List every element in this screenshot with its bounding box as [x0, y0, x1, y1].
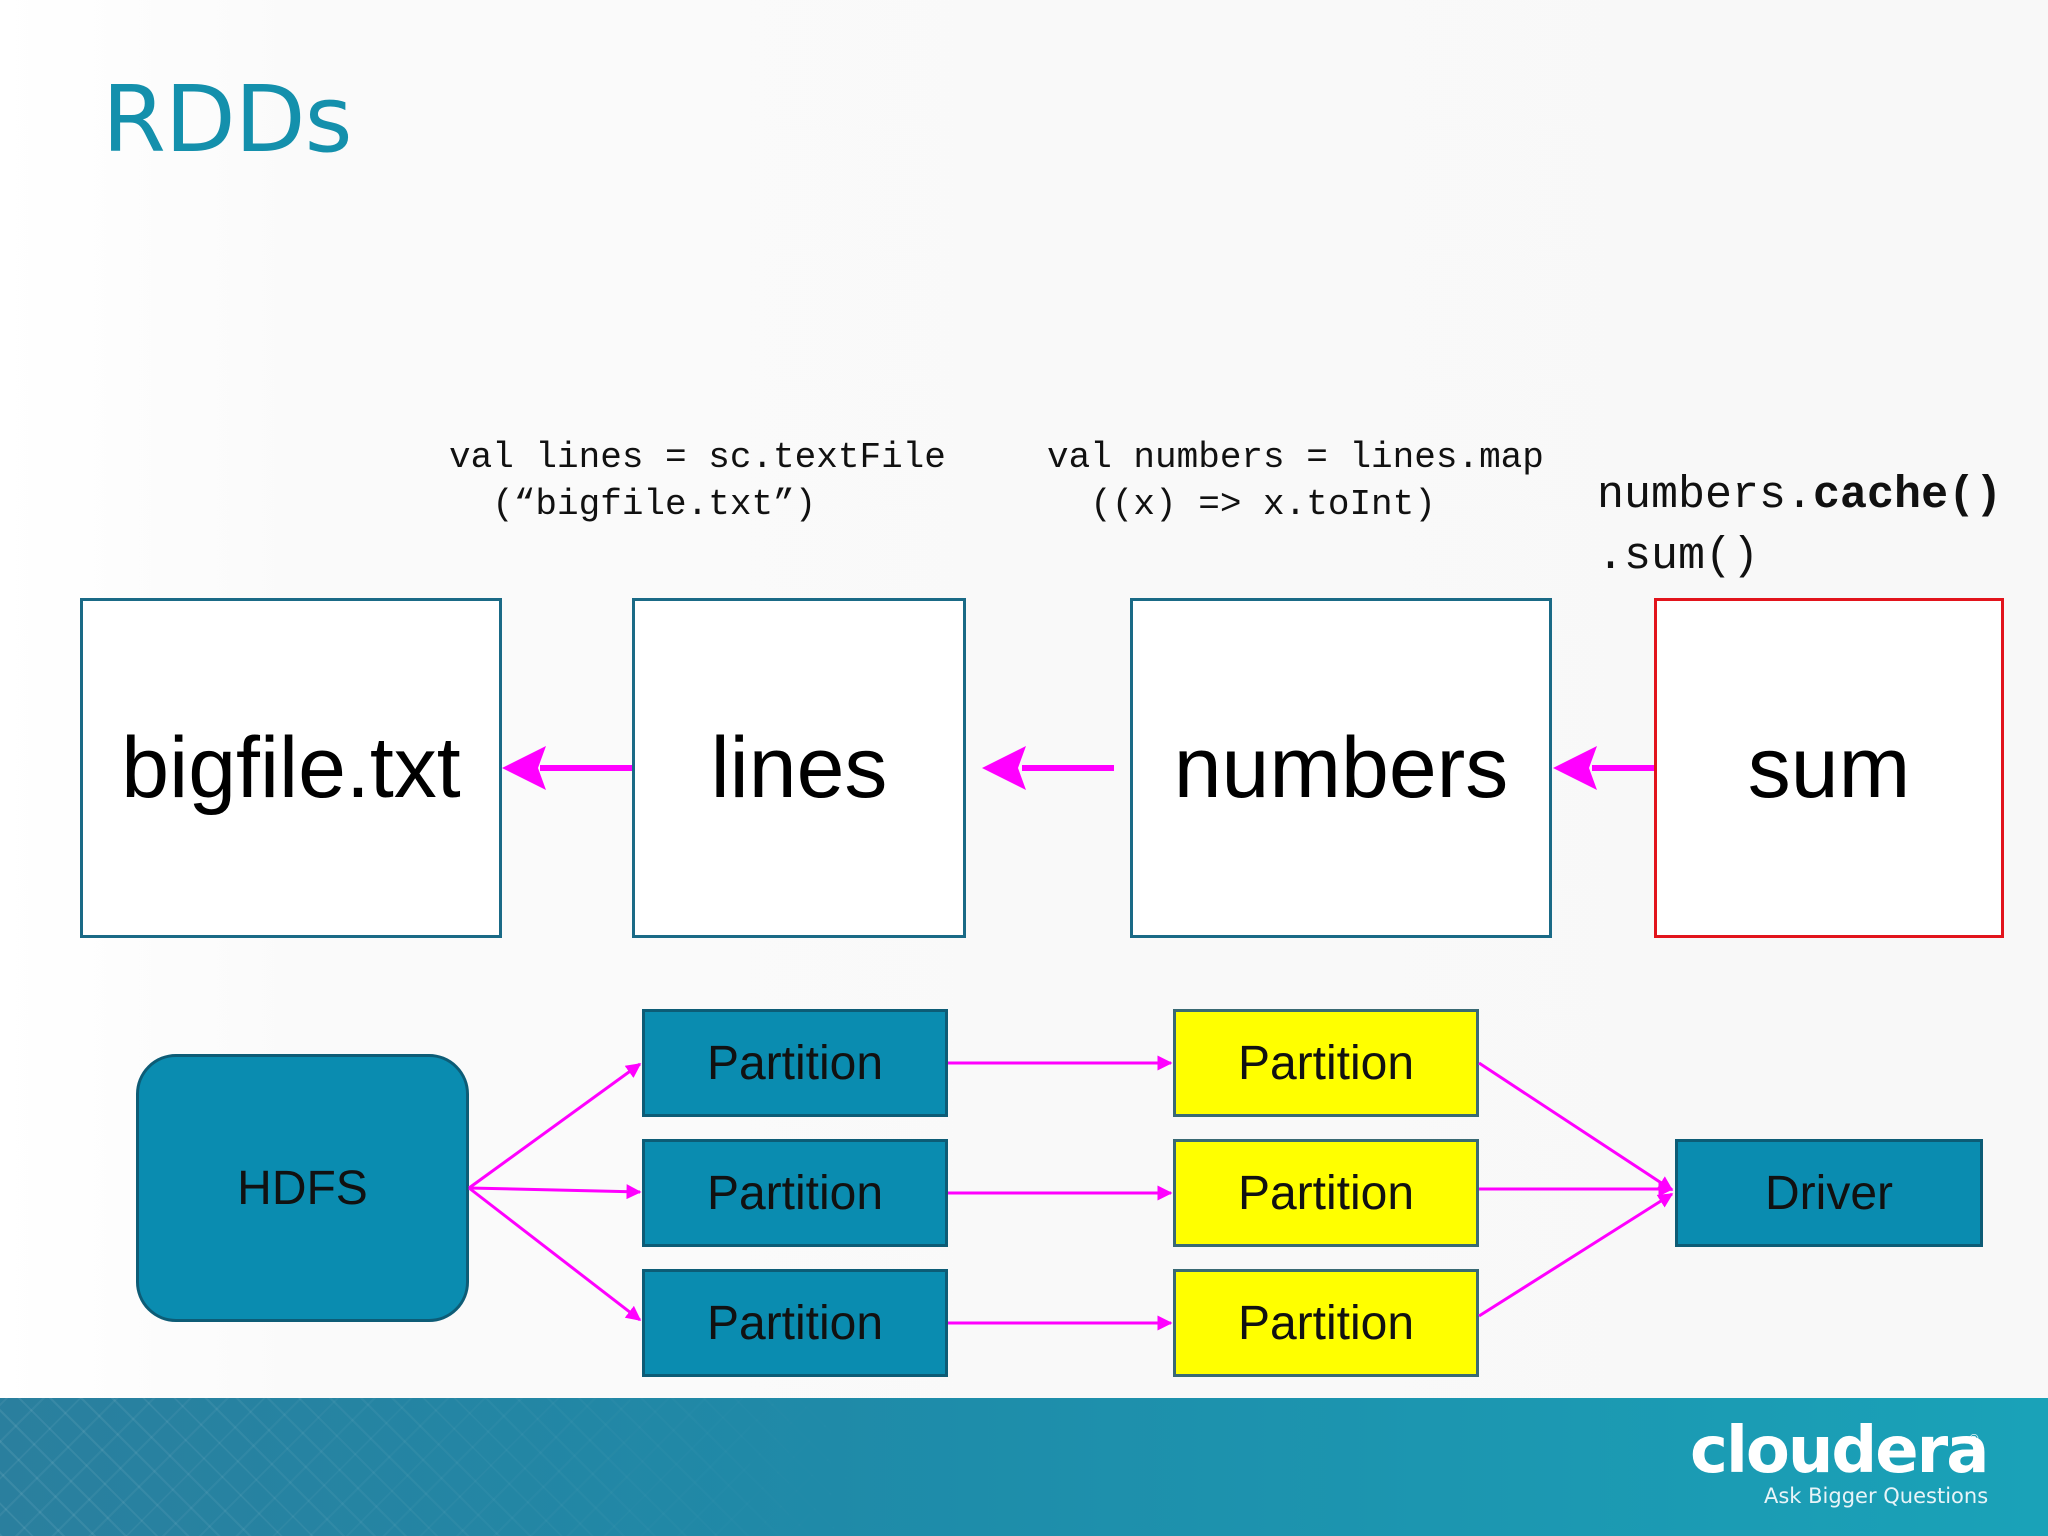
cloudera-logo: cloudera [1690, 1414, 1989, 1488]
code-cache-prefix: numbers. [1597, 470, 1814, 521]
lineage-arrow-numbers-to-lines [982, 746, 1114, 790]
partition-stage1-3: Partition [642, 1269, 948, 1377]
code-numbers-snippet: val numbers = lines.map ((x) => x.toInt) [1047, 437, 1544, 525]
code-lines-snippet: val lines = sc.textFile (“bigfile.txt”) [449, 437, 946, 525]
logo-tagline: Ask Bigger Questions [1764, 1484, 1989, 1508]
footer-pattern [0, 1398, 900, 1536]
partition-stage1-2: Partition [642, 1139, 948, 1247]
edge-hdfs-partition-3 [468, 1186, 642, 1322]
hdfs-node: HDFS [136, 1054, 469, 1322]
slide-title: RDDs [102, 66, 353, 173]
partition-stage1-1: Partition [642, 1009, 948, 1117]
rdd-lines-box: lines [632, 598, 966, 938]
partition-stage2-1: Partition [1173, 1009, 1479, 1117]
edge-cached-1-to-driver [1478, 1061, 1674, 1192]
rdd-numbers-box: numbers [1130, 598, 1552, 938]
edge-cached-3-to-driver [1478, 1192, 1674, 1318]
code-sum-line: .sum() [1597, 530, 1760, 582]
footer-band [0, 1398, 2048, 1536]
driver-node: Driver [1675, 1139, 1983, 1247]
registered-mark: ® [1968, 1432, 1980, 1446]
arrows-layer [468, 746, 1674, 1331]
partition-stage2-3: Partition [1173, 1269, 1479, 1377]
partition-stage2-2: Partition [1173, 1139, 1479, 1247]
code-cache-snippet: numbers.cache() .sum() [1597, 466, 2002, 588]
edge-hdfs-partition-2 [468, 1184, 642, 1200]
rdd-sum-box: sum [1654, 598, 2004, 938]
edge-hdfs-partition-1 [468, 1062, 642, 1190]
code-cache-method: cache() [1813, 470, 2003, 521]
lineage-arrow-lines-to-bigfile [502, 746, 632, 790]
rdd-bigfile-box: bigfile.txt [80, 598, 502, 938]
lineage-arrow-sum-to-numbers [1553, 746, 1654, 790]
